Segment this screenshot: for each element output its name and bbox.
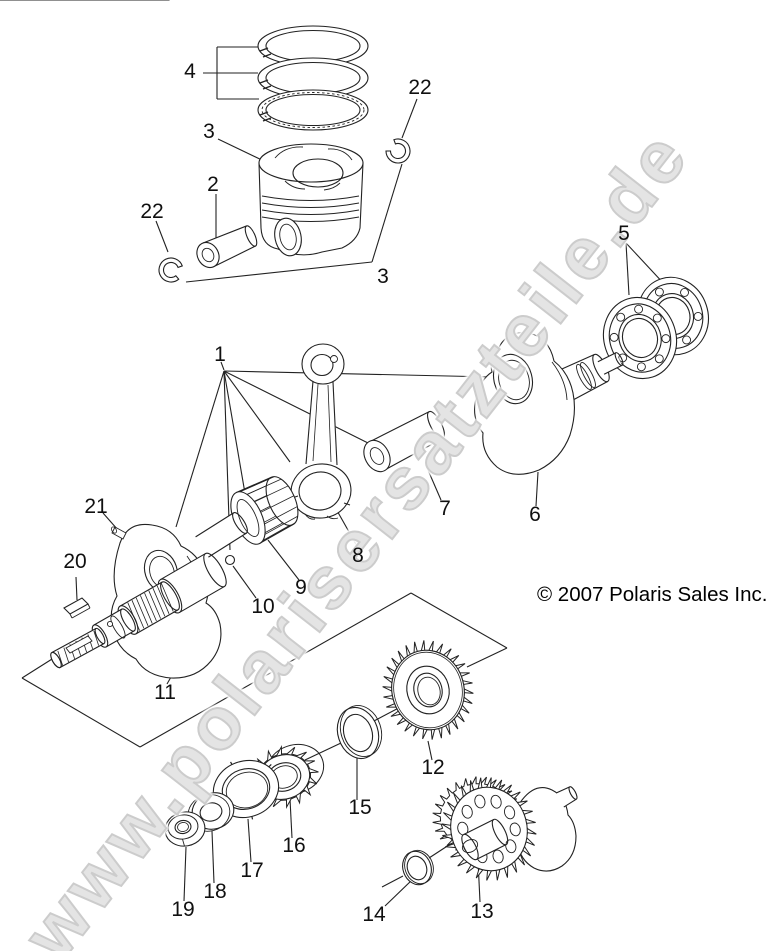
- part-callout-1: 1: [214, 343, 226, 366]
- part-callout-8: 8: [352, 544, 364, 567]
- part-callout-3: 3: [203, 120, 215, 143]
- part-callout-5: 5: [618, 222, 630, 245]
- part-callout-20: 20: [63, 550, 87, 573]
- part-callout-7: 7: [439, 497, 451, 520]
- part-callout-14: 14: [362, 903, 386, 926]
- part-callout-9: 9: [295, 576, 307, 599]
- part-callout-21: 21: [84, 495, 108, 518]
- part-callout-22: 22: [408, 76, 432, 99]
- part-callout-4: 4: [184, 60, 196, 83]
- part-callout-3: 3: [377, 265, 389, 288]
- part-callout-10: 10: [251, 595, 275, 618]
- part-callout-19: 19: [171, 898, 195, 921]
- part-callout-18: 18: [203, 880, 227, 903]
- part-callout-11: 11: [154, 681, 176, 704]
- part-callout-6: 6: [529, 503, 541, 526]
- part-callout-22: 22: [140, 200, 164, 223]
- part-callout-2: 2: [207, 173, 219, 196]
- part-callout-17: 17: [240, 859, 264, 882]
- part-callout-15: 15: [348, 796, 372, 819]
- copyright-notice: © 2007 Polaris Sales Inc.: [537, 583, 768, 606]
- part-callout-13: 13: [470, 900, 494, 923]
- part-callout-16: 16: [282, 834, 306, 857]
- part-callout-12: 12: [421, 756, 445, 779]
